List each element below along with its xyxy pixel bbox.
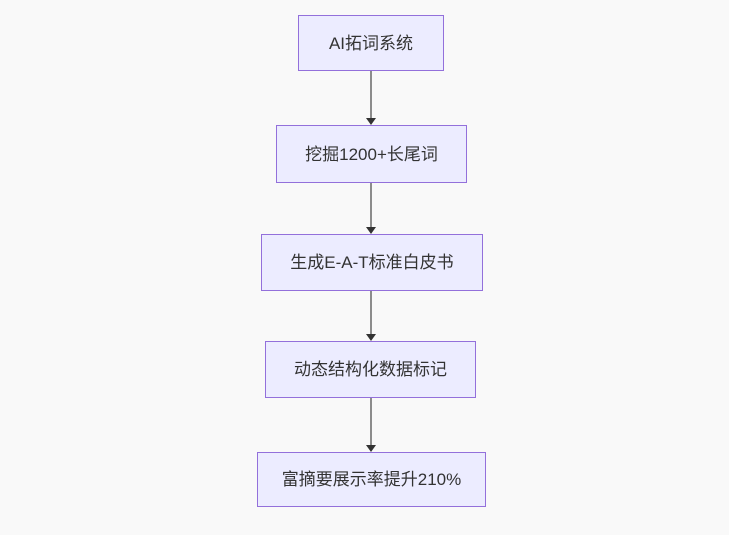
arrow-line — [370, 71, 372, 118]
arrow-head-icon — [366, 445, 376, 452]
arrow-head-icon — [366, 118, 376, 125]
arrow-line — [370, 398, 372, 445]
flow-node-generate-eat-whitepaper: 生成E-A-T标准白皮书 — [261, 234, 483, 291]
node-label: 生成E-A-T标准白皮书 — [290, 253, 454, 272]
arrow-line — [370, 183, 372, 227]
flow-node-mine-longtail-keywords: 挖掘1200+长尾词 — [276, 125, 467, 183]
node-label: 动态结构化数据标记 — [294, 360, 447, 379]
node-label: 富摘要展示率提升210% — [281, 470, 462, 489]
node-label: AI拓词系统 — [328, 33, 414, 53]
arrow-head-icon — [366, 334, 376, 341]
flow-arrow-3 — [366, 291, 376, 341]
arrow-head-icon — [366, 227, 376, 234]
arrow-line — [370, 291, 372, 334]
flow-node-rich-snippet-rate-up: 富摘要展示率提升210% — [257, 452, 486, 507]
flow-node-ai-word-expansion-system: AI拓词系统 — [298, 15, 444, 71]
flow-arrow-2 — [366, 183, 376, 234]
node-label: 挖掘1200+长尾词 — [305, 144, 438, 164]
flow-node-dynamic-structured-data: 动态结构化数据标记 — [265, 341, 476, 398]
flow-arrow-4 — [366, 398, 376, 452]
flow-arrow-1 — [366, 71, 376, 125]
